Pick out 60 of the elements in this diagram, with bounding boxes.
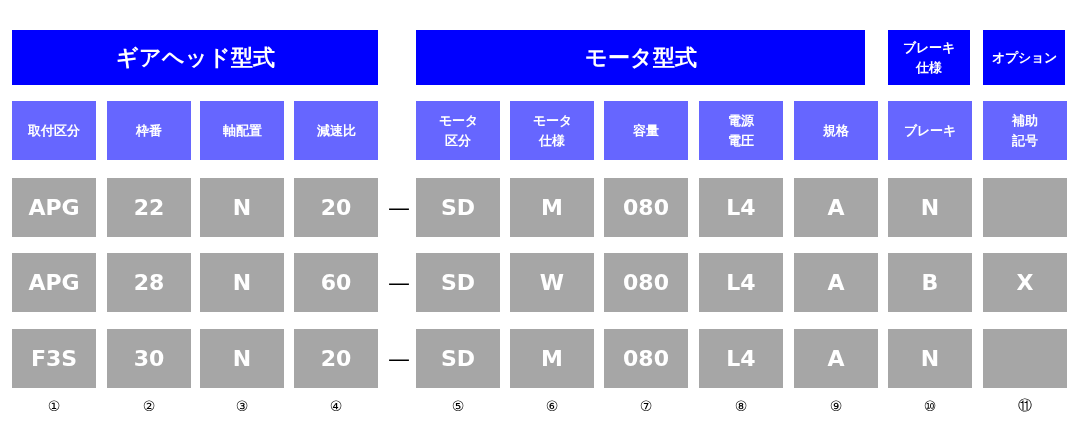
- table-cell: L4: [699, 178, 783, 237]
- table-cell: N: [888, 329, 972, 388]
- table-cell: F3S: [12, 329, 96, 388]
- table-cell: 30: [107, 329, 191, 388]
- column-number: ③: [234, 397, 250, 416]
- column-number: ⑩: [922, 397, 938, 416]
- table-cell: 22: [107, 178, 191, 237]
- column-number: ④: [328, 397, 344, 416]
- column-header: 補助記号: [983, 101, 1067, 160]
- table-cell: N: [200, 253, 284, 312]
- table-cell: 28: [107, 253, 191, 312]
- group-header: ギアヘッド型式: [12, 30, 378, 85]
- table-cell: SD: [416, 329, 500, 388]
- column-header: モータ仕様: [510, 101, 594, 160]
- table-cell: 20: [294, 178, 378, 237]
- table-cell: A: [794, 253, 878, 312]
- table-cell: A: [794, 329, 878, 388]
- table-cell: SD: [416, 178, 500, 237]
- column-number: ⑪: [1017, 396, 1033, 415]
- table-cell: 080: [604, 178, 688, 237]
- table-cell: A: [794, 178, 878, 237]
- table-cell: 080: [604, 329, 688, 388]
- table-cell: L4: [699, 329, 783, 388]
- table-cell: 080: [604, 253, 688, 312]
- table-cell: M: [510, 329, 594, 388]
- table-cell: N: [200, 329, 284, 388]
- table-cell: N: [888, 178, 972, 237]
- column-number: ⑤: [450, 397, 466, 416]
- column-header: 容量: [604, 101, 688, 160]
- column-header: モータ区分: [416, 101, 500, 160]
- column-number: ⑨: [828, 397, 844, 416]
- column-number: ⑦: [638, 397, 654, 416]
- column-header: 減速比: [294, 101, 378, 160]
- group-header: ブレーキ仕様: [888, 30, 970, 85]
- column-header: 枠番: [107, 101, 191, 160]
- table-cell: 60: [294, 253, 378, 312]
- table-cell: 20: [294, 329, 378, 388]
- group-header: モータ型式: [416, 30, 865, 85]
- table-cell: B: [888, 253, 972, 312]
- separator-dash: —: [387, 193, 411, 222]
- column-number: ②: [141, 397, 157, 416]
- table-cell: M: [510, 178, 594, 237]
- column-number: ⑥: [544, 397, 560, 416]
- separator-dash: —: [387, 344, 411, 373]
- table-cell: APG: [12, 178, 96, 237]
- table-cell: X: [983, 253, 1067, 312]
- column-header: 電源電圧: [699, 101, 783, 160]
- column-header: ブレーキ: [888, 101, 972, 160]
- column-number: ⑧: [733, 397, 749, 416]
- table-cell: W: [510, 253, 594, 312]
- table-cell: SD: [416, 253, 500, 312]
- table-cell: N: [200, 178, 284, 237]
- column-number: ①: [46, 397, 62, 416]
- column-header: 軸配置: [200, 101, 284, 160]
- table-cell: L4: [699, 253, 783, 312]
- table-cell: APG: [12, 253, 96, 312]
- group-header: オプション: [983, 30, 1065, 85]
- separator-dash: —: [387, 268, 411, 297]
- column-header: 規格: [794, 101, 878, 160]
- column-header: 取付区分: [12, 101, 96, 160]
